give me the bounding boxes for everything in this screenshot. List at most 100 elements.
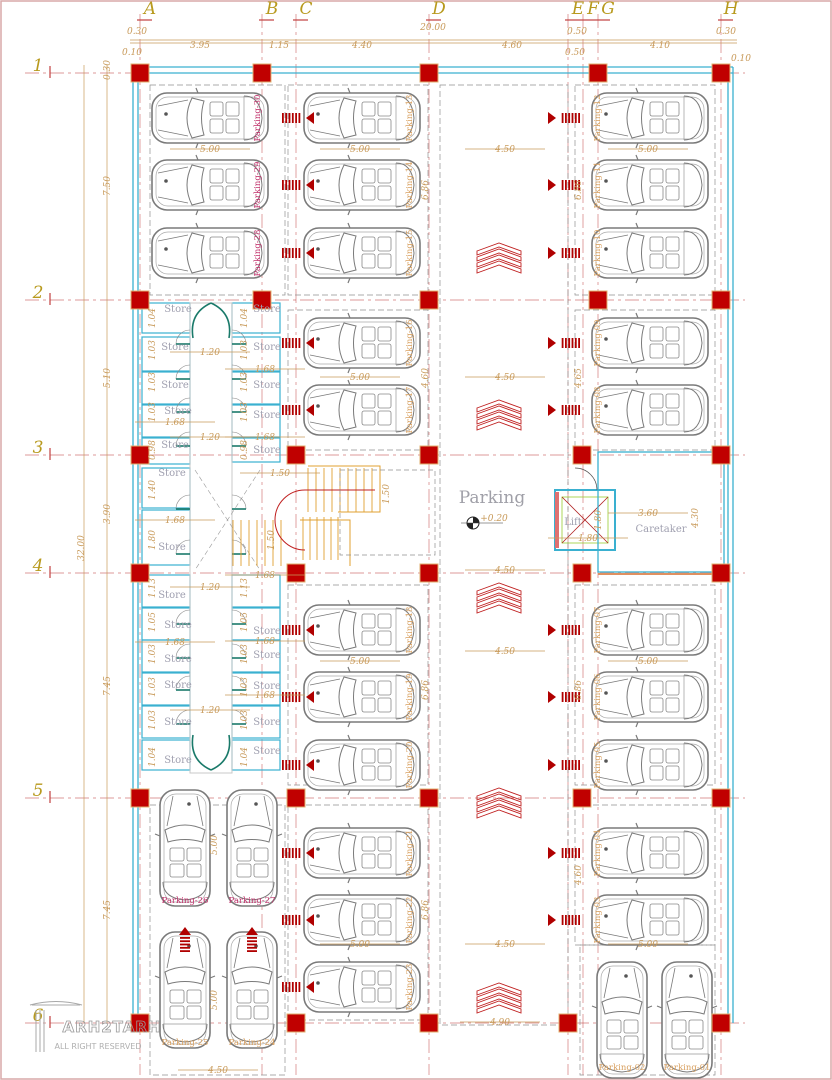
- dim-label: 4.50: [494, 373, 515, 383]
- arrow-hatch: [285, 692, 288, 702]
- car-trunk: [683, 607, 703, 653]
- car-seat: [377, 920, 392, 936]
- ramp-chevron-icon: [476, 242, 522, 274]
- store-label: Store: [164, 620, 192, 631]
- arrow-up-icon: [179, 927, 191, 952]
- car-windshield: [626, 97, 645, 139]
- car-seat: [665, 630, 680, 646]
- ramp-chevron-icon: [476, 787, 522, 819]
- watermark-subtitle: ALL RIGHT RESERVED: [54, 1042, 141, 1051]
- store-label: Store: [253, 410, 281, 421]
- car-trunk: [683, 742, 703, 788]
- car-seat: [377, 101, 392, 117]
- car-emblem: [187, 802, 191, 806]
- dim-label: 1.68: [255, 571, 275, 581]
- dim-total-length: 32.00: [77, 535, 87, 561]
- dim-label: 1.13: [148, 578, 158, 598]
- car-trunk: [395, 897, 415, 943]
- structural-column: [286, 563, 306, 583]
- store-label: Store: [164, 755, 192, 766]
- store-label: Store: [161, 380, 189, 391]
- car-seat: [665, 613, 680, 629]
- door-swing: [175, 643, 191, 659]
- dim-label: 1.03: [240, 710, 250, 730]
- arrow-head: [246, 927, 258, 935]
- car-hood-line: [597, 234, 629, 272]
- car-emblem: [604, 112, 608, 116]
- car-mirror: [635, 87, 639, 149]
- door-swing: [231, 397, 247, 413]
- parked-car: [221, 931, 283, 1049]
- parking-label: Parking-24: [229, 1038, 276, 1048]
- dim-label: 3.60: [638, 509, 658, 519]
- arrow-hatch: [285, 113, 288, 123]
- arrow-hatch: [561, 405, 564, 415]
- dim-span: 7.50: [103, 176, 113, 196]
- dim-span: 1.15: [269, 41, 289, 51]
- dim-label: 5.00: [350, 373, 370, 383]
- car-body: [591, 317, 709, 369]
- parked-car: [591, 666, 709, 728]
- arrow-right-icon: [548, 691, 580, 703]
- car-seat: [623, 1035, 639, 1050]
- car-mirror: [591, 1005, 653, 1009]
- car-windshield: [626, 899, 645, 941]
- level-value: +0.20: [480, 514, 508, 524]
- car-trunk: [683, 897, 703, 943]
- car-seat: [649, 765, 664, 781]
- dim-span: 3.90: [103, 504, 113, 524]
- structural-column: [286, 445, 306, 465]
- dim-label: 1.13: [240, 578, 250, 598]
- arrow-hatch: [282, 760, 284, 770]
- chevron: [476, 260, 522, 274]
- car-seat: [361, 101, 376, 117]
- arrow-head: [548, 691, 556, 703]
- arrow-hatch: [295, 180, 297, 190]
- car-seat: [665, 748, 680, 764]
- dim-label: 5.00: [638, 940, 658, 950]
- arrow-hatch: [568, 248, 571, 258]
- arrow-hatch: [574, 405, 577, 415]
- arrow-left-icon: [282, 981, 314, 993]
- dim-label: 1.03: [148, 710, 158, 730]
- store-label: Store: [161, 342, 189, 353]
- car-emblem: [604, 691, 608, 695]
- store-label: Store: [164, 654, 192, 665]
- arrow-head: [306, 624, 314, 636]
- parked-car: [303, 734, 421, 796]
- parked-car: [154, 789, 216, 907]
- car-trunk: [395, 387, 415, 433]
- arrow-head: [306, 847, 314, 859]
- car-emblem: [316, 847, 320, 851]
- car-body: [661, 961, 713, 1079]
- structural-column: [711, 563, 731, 583]
- car-trunk: [683, 830, 703, 876]
- arrow-hatch: [298, 405, 301, 415]
- car-windshield: [338, 899, 357, 941]
- car-hood-line: [309, 166, 341, 204]
- car-seat: [361, 920, 376, 936]
- arrow-right-icon: [548, 624, 580, 636]
- arrow-hatch: [288, 113, 291, 123]
- dim-span: 7.45: [103, 900, 113, 920]
- dim-label: 1.20: [200, 706, 220, 716]
- car-mirror: [635, 734, 639, 796]
- dim-label: 5.00: [638, 657, 658, 667]
- store-label: Store: [164, 680, 192, 691]
- arrow-right-icon: [548, 914, 580, 926]
- arrow-hatch: [561, 338, 564, 348]
- parking-label: Parking-21: [405, 830, 415, 877]
- arrow-hatch: [574, 113, 577, 123]
- parking-label: Parking-14: [405, 162, 415, 209]
- store-label: Store: [164, 304, 192, 315]
- arrow-hatch: [574, 180, 577, 190]
- car-mirror: [347, 956, 351, 1018]
- chevron: [476, 417, 522, 431]
- dim-label: 4.50: [207, 1066, 228, 1076]
- car-seat: [377, 970, 392, 986]
- car-mirror: [221, 975, 283, 979]
- car-seat: [209, 185, 224, 201]
- arrow-hatch: [295, 760, 297, 770]
- arrow-hatch: [565, 248, 567, 258]
- store-label: Store: [253, 626, 281, 637]
